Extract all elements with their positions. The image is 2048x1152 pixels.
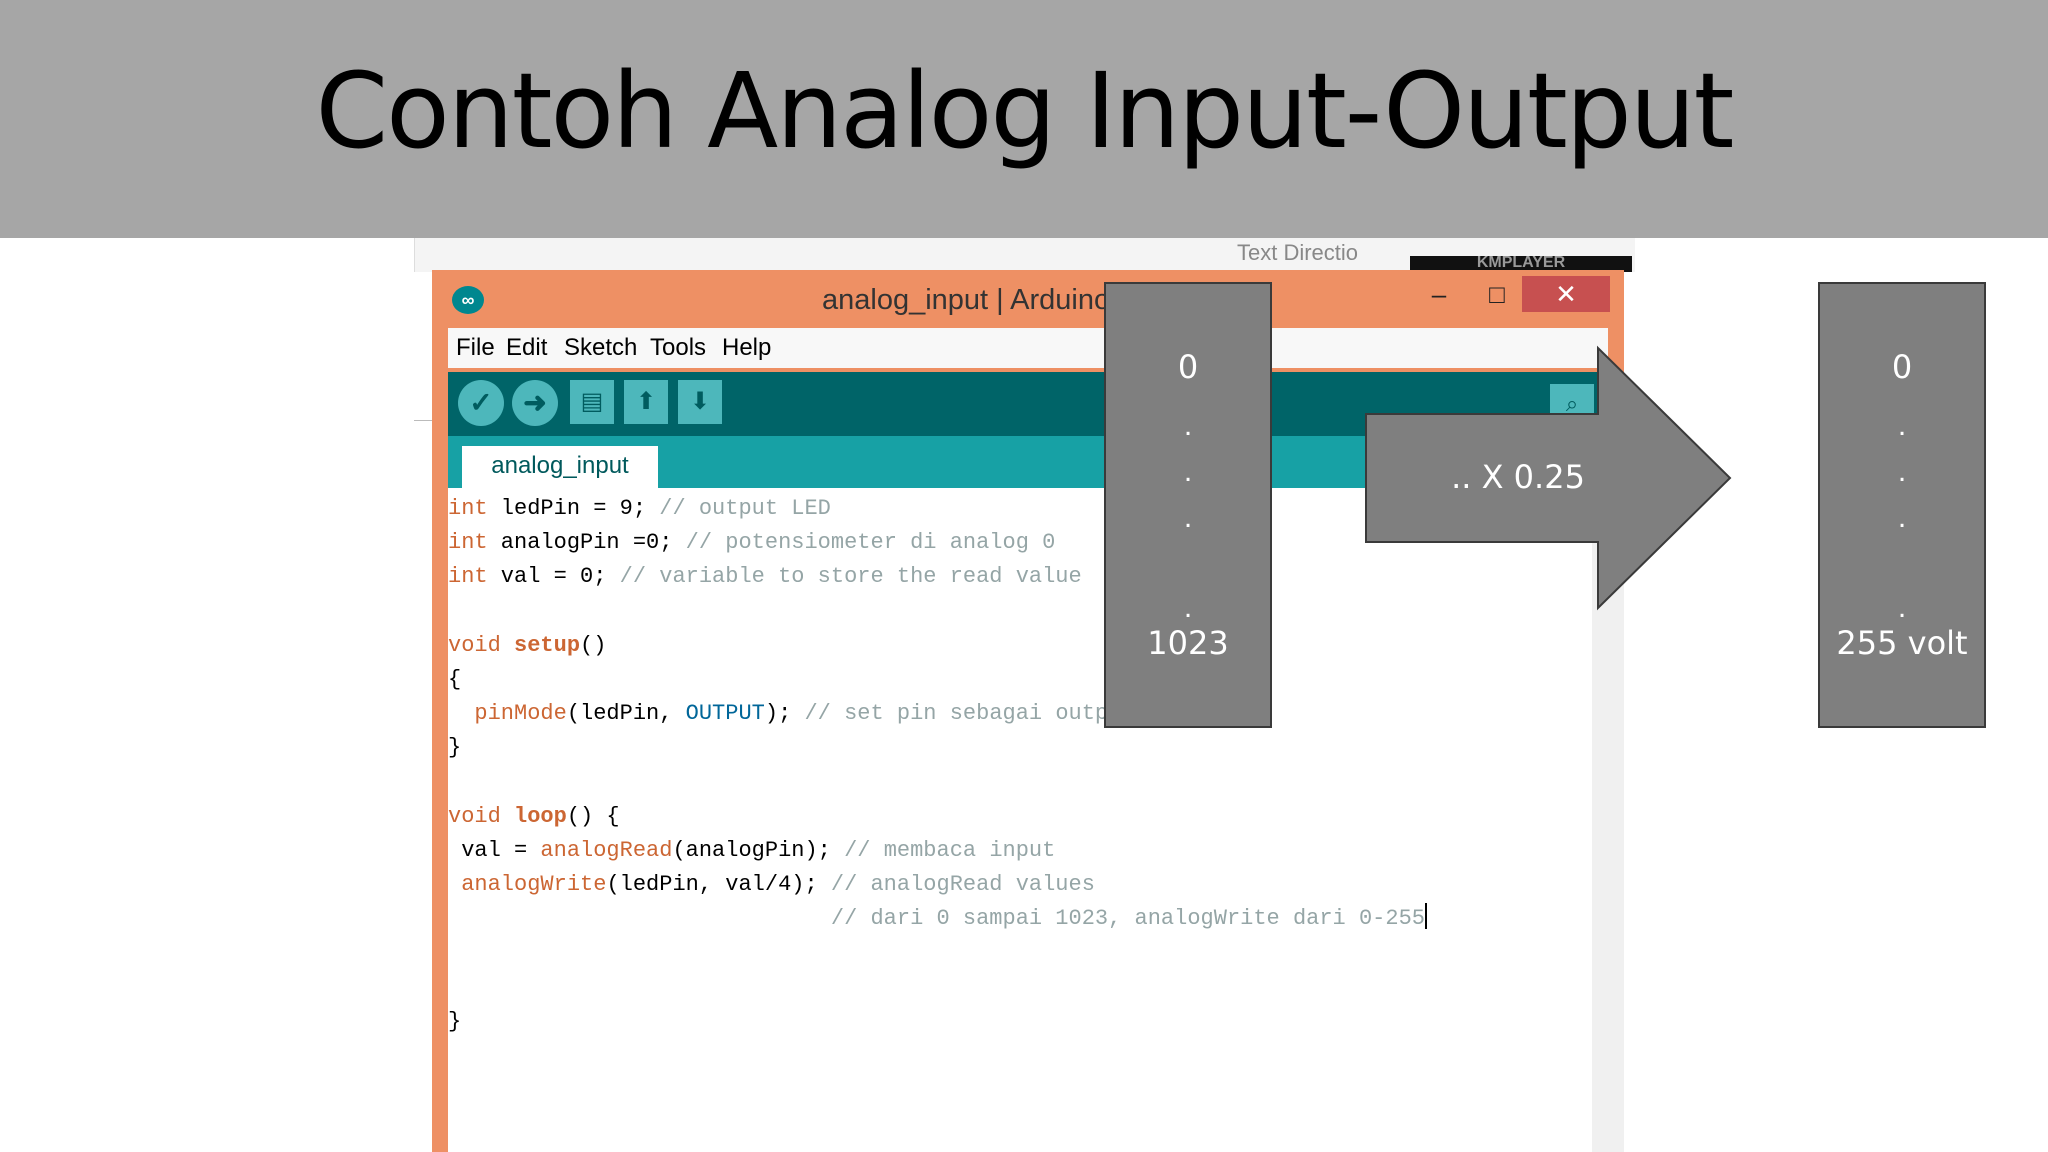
ellipsis-dot: . [1897,455,1907,488]
minimize-button[interactable]: – [1431,279,1447,309]
code-text: (ledPin, val/4); [606,872,831,898]
code-function: analogRead [540,838,673,864]
code-text: val = 0; [487,564,620,590]
code-text: (ledPin, [566,701,686,727]
ellipsis-dot: . [1183,409,1193,442]
code-text: { [448,667,462,693]
ellipsis-dot: . [1897,591,1907,624]
background-divider [414,420,434,421]
text-direction-label: Text Directio [1237,240,1359,265]
code-text: val = [448,838,541,864]
menu-tools[interactable]: Tools [650,334,707,361]
menu-help[interactable]: Help [722,334,772,361]
code-comment: // output LED [659,496,831,521]
close-button[interactable]: ✕ [1522,276,1610,312]
output-max-value: 255 volt [1836,624,1968,662]
code-keyword: void [448,803,501,829]
ellipsis-dot: . [1183,501,1193,534]
conversion-factor-label: .. X 0.25 [1451,458,1585,496]
input-range-box: 0 . . . . 1023 [1104,282,1272,728]
code-text: ledPin = 9; [487,496,660,521]
code-text: analogPin =0; [487,530,686,556]
tab-analog-input[interactable]: analog_input [462,446,658,488]
ellipsis-dot: . [1897,409,1907,442]
code-comment: // analogRead values [830,872,1095,898]
player-label: KMPLAYER [1410,256,1632,272]
menu-bar: File Edit Sketch Tools Help [448,328,1608,368]
menu-file[interactable]: File [456,334,495,361]
menu-sketch[interactable]: Sketch [564,334,638,361]
menu-edit[interactable]: Edit [506,334,548,361]
code-function: setup [514,632,581,658]
code-text: } [448,1009,462,1035]
code-function: analogWrite [461,872,607,898]
output-range-box: 0 . . . . 255 volt [1818,282,1986,728]
window-titlebar[interactable]: ∞ analog_input | Arduino – □ ✕ [432,270,1624,328]
code-text: } [448,735,462,761]
window-title: analog_input | Arduino [822,284,1111,316]
slide-title: Contoh Analog Input-Output [315,50,1735,172]
output-min-value: 0 [1891,348,1913,386]
code-keyword: int [448,496,488,521]
verify-icon[interactable]: ✓ [458,380,504,426]
code-text: () { [566,803,620,829]
code-keyword: void [448,632,501,658]
input-max-value: 1023 [1147,624,1229,662]
code-text: () [580,632,607,658]
new-sketch-icon[interactable]: ▤ [570,380,614,424]
conversion-arrow [1365,345,1732,611]
ellipsis-dot: . [1183,455,1193,488]
code-comment: // set pin sebagai output [804,701,1135,727]
code-constant: OUTPUT [685,701,765,727]
code-keyword: int [448,564,488,590]
arduino-logo-icon: ∞ [452,286,484,314]
ellipsis-dot: . [1183,591,1193,624]
input-min-value: 0 [1177,348,1199,386]
code-comment: // potensiometer di analog 0 [685,530,1056,556]
code-function: pinMode [474,701,567,727]
title-banner [0,0,2048,238]
save-sketch-icon[interactable]: ⬇ [678,380,722,424]
code-text: ); [764,701,805,727]
maximize-button[interactable]: □ [1489,279,1505,309]
code-comment: // variable to store the read value [619,564,1082,590]
code-keyword: int [448,530,488,556]
open-sketch-icon[interactable]: ⬆ [624,380,668,424]
upload-icon[interactable]: ➜ [512,380,558,426]
code-text: int ledPin = 9; // output LED int analog… [448,492,1427,1039]
code-comment: // dari 0 sampai 1023, analogWrite dari … [830,906,1425,932]
code-text: (analogPin); [672,838,845,864]
text-cursor [1424,903,1427,930]
ellipsis-dot: . [1897,501,1907,534]
code-comment: // membaca input [844,838,1056,864]
code-function: loop [514,803,567,829]
